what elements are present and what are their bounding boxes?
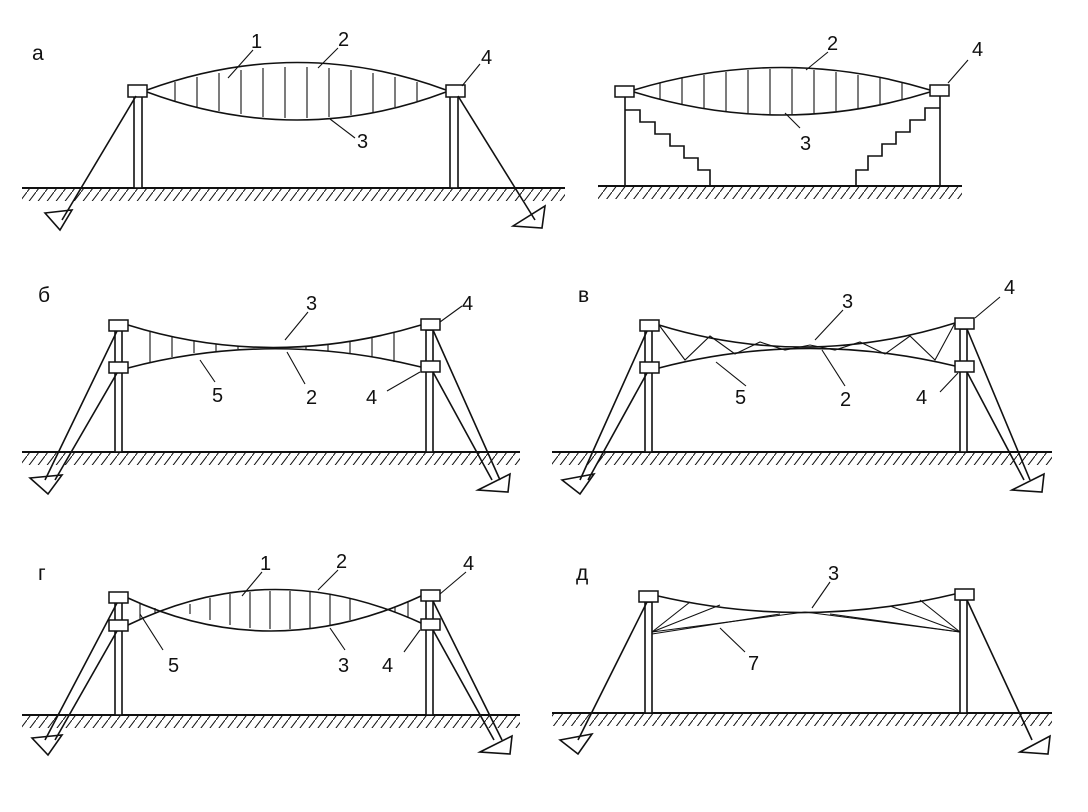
label-3: 3 [800,133,811,155]
right-frame [855,84,950,186]
label-3: 3 [828,563,839,585]
label-2: 2 [336,551,347,573]
label-4: 4 [463,553,474,575]
ground [22,451,520,465]
panel-a-right: 2 3 4 [598,33,983,199]
label-3: 3 [338,655,349,677]
lens-cable-truss [633,66,931,116]
leaders [784,51,969,129]
right-column [954,317,1045,493]
panel-v: в [552,277,1052,496]
label-4: 4 [916,387,927,409]
ground [552,712,1052,726]
left-column [30,591,129,757]
label-5: 5 [168,655,179,677]
leaders [139,569,467,653]
panel-letter-d: д [576,562,588,585]
right-column [420,589,513,755]
leaders [227,47,481,139]
label-2: 2 [306,387,317,409]
label-2: 2 [827,33,838,55]
label-4: 4 [462,293,473,315]
left-column [560,319,660,496]
panel-g: г [22,551,520,757]
crossed-cable-truss [127,588,422,632]
label-4: 4 [481,47,492,69]
left-column [558,590,659,756]
panel-letter-v: в [578,284,589,307]
label-5: 5 [735,387,746,409]
concave-cable-truss [127,324,422,369]
left-column [61,84,148,221]
label-4: 4 [1004,277,1015,299]
ground [22,714,520,728]
label-1: 1 [251,31,262,53]
triangulated-cable-truss [658,322,956,369]
panel-letter-a: а [32,42,44,65]
leaders [199,305,463,392]
leaders [719,581,831,653]
right-anchor [510,204,547,229]
label-5: 5 [212,385,223,407]
left-column [28,319,129,496]
panel-a-left: а [22,29,565,232]
label-3: 3 [357,131,368,153]
leaders [715,296,1001,393]
right-column [954,588,1051,755]
right-column [420,318,511,493]
label-4: 4 [382,655,393,677]
label-4: 4 [366,387,377,409]
panel-b: б [22,284,520,496]
single-cable-with-stays [651,593,961,635]
label-3: 3 [306,293,317,315]
ground [598,185,962,199]
label-2: 2 [840,389,851,411]
lens-cable-truss [146,61,447,121]
label-1: 1 [260,553,271,575]
ground [552,451,1052,465]
label-2: 2 [338,29,349,51]
panel-letter-b: б [38,284,50,307]
left-anchor [43,209,74,232]
label-4: 4 [972,39,983,61]
panel-letter-g: г [38,562,46,585]
label-3: 3 [842,291,853,313]
label-7: 7 [748,653,759,675]
panel-d: д [552,562,1052,756]
ground [22,187,565,201]
right-column [445,84,536,221]
left-frame [614,85,711,186]
